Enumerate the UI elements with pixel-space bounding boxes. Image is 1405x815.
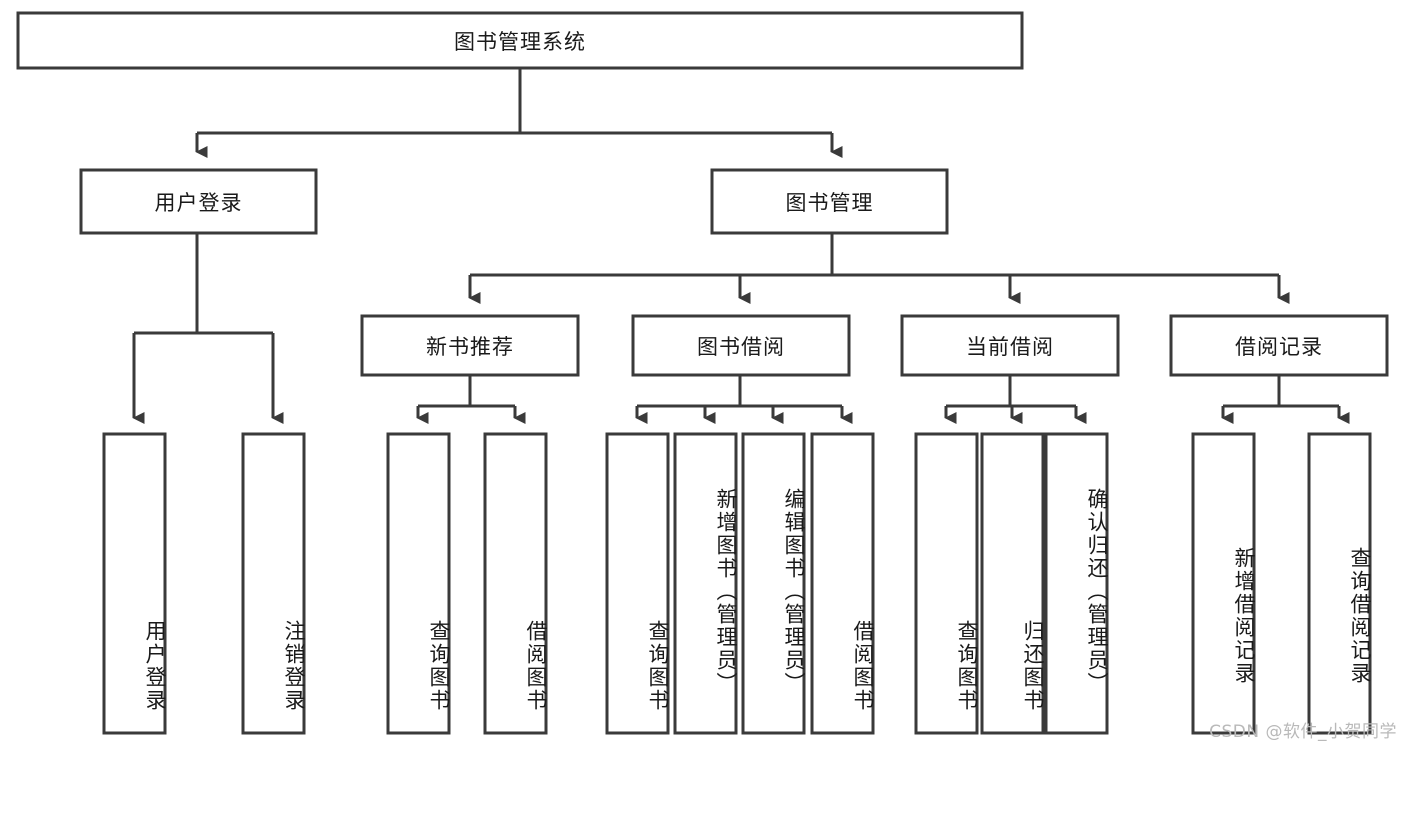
connector-bookmgmt-to-level3: [470, 233, 1279, 298]
leaf-return-book[interactable]: [982, 434, 1043, 733]
label-borrow-record: 借阅记录: [1171, 316, 1387, 375]
label-book-management: 图书管理: [712, 170, 947, 233]
leaf-confirm-return-admin[interactable]: [1046, 434, 1107, 733]
leaf-edit-book-admin[interactable]: [743, 434, 804, 733]
leaf-add-borrow-record[interactable]: [1193, 434, 1254, 733]
leaf-user-logout[interactable]: [243, 434, 304, 733]
label-new-book-recommend: 新书推荐: [362, 316, 578, 375]
connector-userlogin-to-leaves: [134, 233, 273, 418]
connector-bookborrow-to-leaves: [637, 375, 842, 418]
label-current-borrow: 当前借阅: [902, 316, 1118, 375]
connector-borrowrecord-to-leaves: [1223, 375, 1339, 418]
leaf-user-login[interactable]: [104, 434, 165, 733]
leaf-borrow-book[interactable]: [812, 434, 873, 733]
connector-newbook-to-leaves: [418, 375, 515, 418]
connector-currentborrow-to-leaves: [946, 375, 1076, 418]
leaf-borrow-book-newbook[interactable]: [485, 434, 546, 733]
leaf-query-borrow-record[interactable]: [1309, 434, 1370, 733]
connector-root-to-level2: [197, 68, 832, 152]
leaf-query-book-newbook[interactable]: [388, 434, 449, 733]
label-book-borrow: 图书借阅: [633, 316, 849, 375]
leaf-query-book-borrow[interactable]: [607, 434, 668, 733]
watermark: CSDN @软件_小贺同学: [1209, 717, 1397, 742]
leaf-query-book-current[interactable]: [916, 434, 977, 733]
leaf-add-book-admin[interactable]: [675, 434, 736, 733]
label-user-login: 用户登录: [81, 170, 316, 233]
label-root: 图书管理系统: [18, 13, 1022, 68]
